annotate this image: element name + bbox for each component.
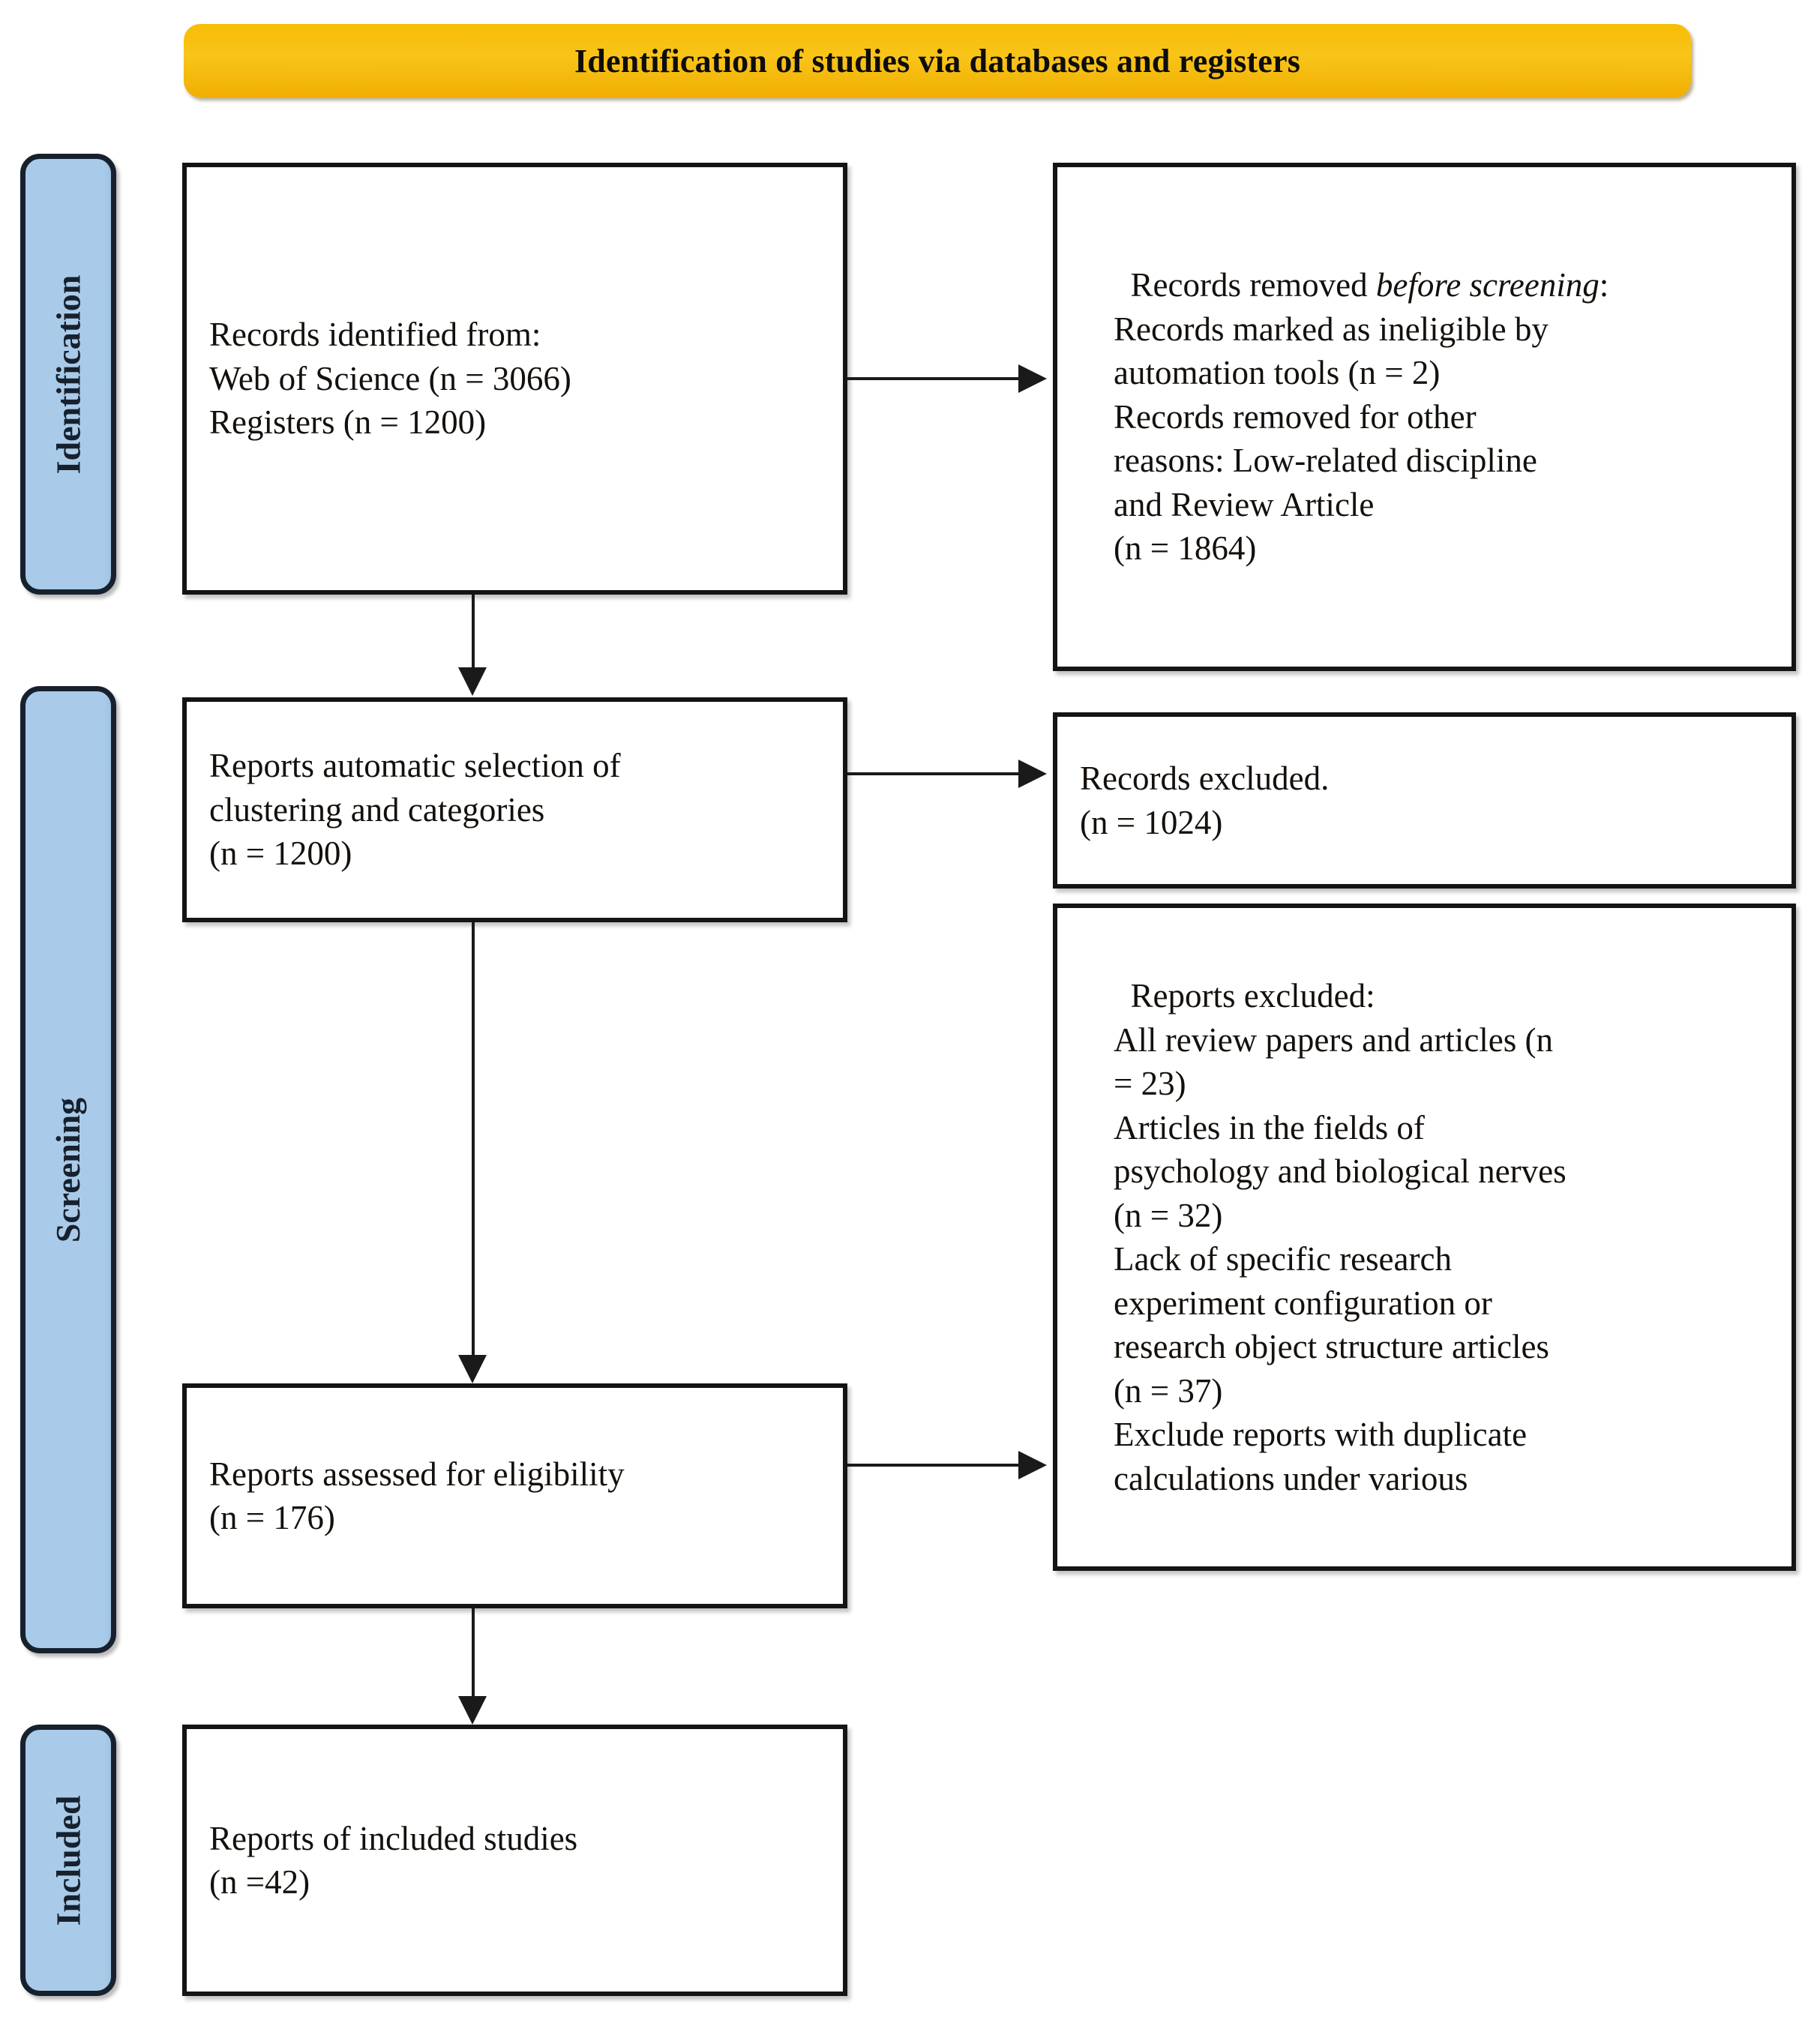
connector-autoselection-to-excluded (847, 772, 1021, 775)
reports-included-box: Reports of included studies (n =42) (182, 1725, 847, 1996)
records-removed-lead-italic: before screening (1375, 266, 1600, 304)
stage-bar-included: Included (20, 1725, 116, 1996)
stage-label-screening: Screening (49, 1097, 88, 1242)
reports-included-text: Reports of included studies (n =42) (209, 1819, 578, 1902)
diagram-header-band: Identification of studies via databases … (184, 24, 1691, 97)
arrowhead-assessed-to-reports-excluded-icon (1018, 1451, 1047, 1479)
records-excluded-box: Records excluded. (n = 1024) (1053, 712, 1796, 889)
reports-excluded-detail: All review papers and articles (n = 23) … (1114, 1020, 1567, 1497)
stage-label-identification: Identification (49, 274, 88, 474)
records-excluded-text: Records excluded. (n = 1024) (1080, 760, 1330, 841)
page-title: Identification of studies via databases … (574, 42, 1301, 79)
arrowhead-assessed-to-included-icon (458, 1696, 487, 1725)
stage-bar-screening: Screening (20, 686, 116, 1653)
stage-label-included: Included (49, 1795, 88, 1926)
reports-assessed-text: Reports assessed for eligibility (n = 17… (209, 1455, 625, 1537)
arrowhead-autoselection-to-excluded-icon (1018, 760, 1047, 788)
reports-automatic-selection-text: Reports automatic selection of clusterin… (209, 747, 621, 873)
connector-identified-to-autoselection (472, 595, 475, 670)
connector-assessed-to-included (472, 1608, 475, 1698)
records-removed-detail: Records marked as ineligible by automati… (1114, 310, 1549, 568)
stage-bar-identification: Identification (20, 154, 116, 595)
arrowhead-autoselection-to-assessed-icon (458, 1355, 487, 1383)
records-identified-text: Records identified from: Web of Science … (209, 316, 571, 442)
arrowhead-identified-to-autoselection-icon (458, 667, 487, 696)
connector-assessed-to-reports-excluded (847, 1464, 1021, 1467)
reports-excluded-box: Reports excluded: All review papers and … (1053, 904, 1796, 1571)
records-removed-lead-tail: : (1599, 266, 1609, 304)
records-removed-lead: Records removed (1130, 266, 1376, 304)
arrowhead-identified-to-removed-icon (1018, 364, 1047, 393)
records-removed-box: Records removed before screening: Record… (1053, 163, 1796, 671)
reports-automatic-selection-box: Reports automatic selection of clusterin… (182, 697, 847, 922)
records-identified-box: Records identified from: Web of Science … (182, 163, 847, 595)
connector-autoselection-to-assessed (472, 922, 475, 1357)
reports-excluded-lead: Reports excluded: (1130, 977, 1375, 1014)
connector-identified-to-removed (847, 377, 1021, 380)
reports-assessed-box: Reports assessed for eligibility (n = 17… (182, 1383, 847, 1608)
